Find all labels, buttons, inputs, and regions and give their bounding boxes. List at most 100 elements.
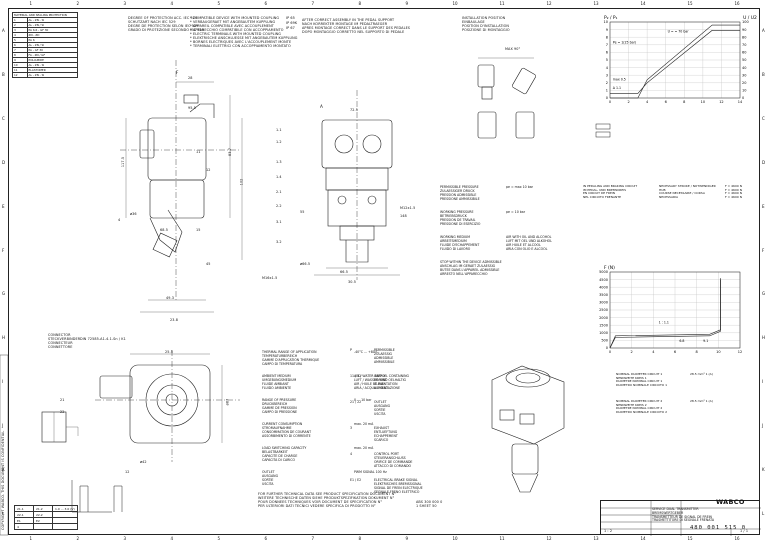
port-desc: ELECTRICAL BRAKE SIGNAL ELEKTRISCHES BRE… xyxy=(374,478,423,494)
thermal-legend-key: THERMAL RANGE OF APPLICATION TEMPERATURB… xyxy=(262,350,320,366)
y2-tick-label: 90 xyxy=(742,28,746,32)
bracket-note-2: NOMINAL DIAMETER CIRCUIT 2 NENNWEITE KRE… xyxy=(616,399,713,414)
bracket-note-1: NOMINAL DIAMETER CIRCUIT 1 NENNWEITE KRE… xyxy=(616,372,713,387)
column-number: 8 xyxy=(358,1,362,6)
column-number: 5 xyxy=(217,536,221,541)
y-tick-label: 7 xyxy=(606,43,608,47)
row-letter: I xyxy=(2,379,4,385)
pedal-note: AFTER CORRECT ASSEMBLY IN THE PEDAL SUPP… xyxy=(302,18,411,34)
callout-label: 2.1 xyxy=(276,190,282,194)
row-letter: H xyxy=(762,335,766,341)
chart-annotation: 1 : 1.1 xyxy=(659,321,669,325)
series-line xyxy=(610,24,740,99)
callout-label: 11 xyxy=(196,150,201,154)
drawing-frame xyxy=(8,8,760,535)
callout-label: 1.1 xyxy=(276,128,282,132)
right-value: F = 4600 N xyxy=(725,194,742,199)
dimension-label: 28 xyxy=(188,76,193,80)
x-tick-label: 4 xyxy=(646,100,649,104)
series-line xyxy=(609,279,721,349)
y2-tick-label: 40 xyxy=(742,66,746,70)
mid-note-label: WORKING PRESSURE BETRIEBSDRUCK PRESSION … xyxy=(440,210,481,226)
y-tick-label: 3000 xyxy=(599,301,608,305)
row-letter: G xyxy=(2,291,6,297)
thermal-legend-row: THERMAL RANGE OF APPLICATION TEMPERATURB… xyxy=(262,350,452,366)
iso-view-top-inner xyxy=(515,372,541,384)
y2-tick-label: 0 xyxy=(742,96,744,100)
row-letter: L xyxy=(2,511,5,517)
dimension-label: 15 xyxy=(196,228,201,232)
dimension-label: M12x1.5 xyxy=(400,206,416,210)
column-number: 12 xyxy=(546,536,552,541)
bottom-table-cell xyxy=(52,523,78,530)
x-tick-label: 6 xyxy=(674,350,676,354)
callout-label: 22 xyxy=(60,410,65,414)
installation-note: INSTALLATION POSITION EINBAULAGE POSITIO… xyxy=(462,16,510,32)
dimension-label: 25.5 xyxy=(165,350,173,354)
x-tick-label: 10 xyxy=(716,350,720,354)
thermal-legend-key: AMBIENT MEDIUM UMGEBUNGSMEDIUM FLUIDE AM… xyxy=(262,374,297,390)
port-id: 3 xyxy=(350,426,353,430)
schematic-lead xyxy=(66,426,79,436)
column-number: 14 xyxy=(640,536,646,541)
iso-view-fitting xyxy=(511,473,539,493)
port-desc: PERMISSIBLE ZULAESSIG ADMISSIBLE AMMISSI… xyxy=(374,348,395,364)
dimension-label: 66.5 xyxy=(340,270,348,274)
row-letter: J xyxy=(762,423,764,429)
right-value: F = 4600 N xyxy=(725,187,742,192)
side-strip xyxy=(0,354,9,536)
chart-annotation: U = ≈ 70 bar xyxy=(668,30,690,34)
x-tick-label: 12 xyxy=(719,100,723,104)
row-letter: B xyxy=(2,71,5,77)
ip-value-3: IP 67 xyxy=(286,26,295,30)
y-tick-label: 1000 xyxy=(599,331,608,335)
column-number: 3 xyxy=(123,536,127,541)
checkbox-symbols xyxy=(595,123,611,138)
thermal-legend-key: RANGE OF PRESSURE DRUCKBEREICH GAMME DE … xyxy=(262,398,298,414)
row-letter: A xyxy=(2,27,5,33)
dimension-label: 102 xyxy=(239,178,244,186)
chart-annotation: Δ 1.1 xyxy=(613,86,621,90)
title-block xyxy=(600,500,761,536)
column-number: 9 xyxy=(405,536,409,541)
title-block-scale: 1 : 2 xyxy=(604,529,613,533)
column-number: 4 xyxy=(170,1,174,6)
column-number: 10 xyxy=(452,1,458,6)
signal-axes xyxy=(71,480,112,513)
right-notes: IN PEDALING AND BRAKING CIRCUIT IM PEDAL… xyxy=(583,184,753,199)
y-tick-label: 2000 xyxy=(599,316,608,320)
y2-tick-label: 50 xyxy=(742,58,746,62)
iso-view-port-1 xyxy=(499,409,515,421)
port-desc: OUTLET AUSGANG SORTIE USCITA xyxy=(374,400,391,416)
mid-note-label: STOP WITHIN THE DEVICE ADMISSIBLE ANSCHL… xyxy=(440,260,502,276)
y2-tick-label: 20 xyxy=(742,81,746,85)
column-number: 8 xyxy=(358,536,362,541)
bracket-note-2-text: NOMINAL DIAMETER CIRCUIT 2 NENNWEITE KRE… xyxy=(616,399,668,414)
install-sketch-2-head xyxy=(512,67,536,95)
dimension-label: ø87 xyxy=(225,398,230,406)
y-tick-label: 8 xyxy=(606,35,608,39)
chart-annotation: 9.1 xyxy=(703,339,708,343)
column-number: 9 xyxy=(405,1,409,6)
mid-note-label: WORKING MEDIUM ARBEITSMEDIUM FLUIDE D'EC… xyxy=(440,235,480,251)
y2-tick-label: 80 xyxy=(742,35,746,39)
callout-label: 1.4 xyxy=(276,175,282,179)
y-tick-label: 1500 xyxy=(599,323,608,327)
y-tick-label: 10 xyxy=(604,20,608,24)
dimension-label: ø42 xyxy=(140,460,147,464)
port-id: E1 / E2 xyxy=(350,478,362,482)
iso-view-lower xyxy=(511,443,539,475)
bottom-table-row: 4 xyxy=(14,523,78,530)
iso-view-top xyxy=(505,368,551,388)
column-number: 13 xyxy=(593,536,599,541)
side-view-lower-body xyxy=(149,179,205,219)
row-letter: K xyxy=(762,467,765,473)
thermal-legend: THERMAL RANGE OF APPLICATION TEMPERATURB… xyxy=(262,350,452,494)
footer-value: ABS 300 000 0 1 SHEET 50 xyxy=(416,500,443,508)
